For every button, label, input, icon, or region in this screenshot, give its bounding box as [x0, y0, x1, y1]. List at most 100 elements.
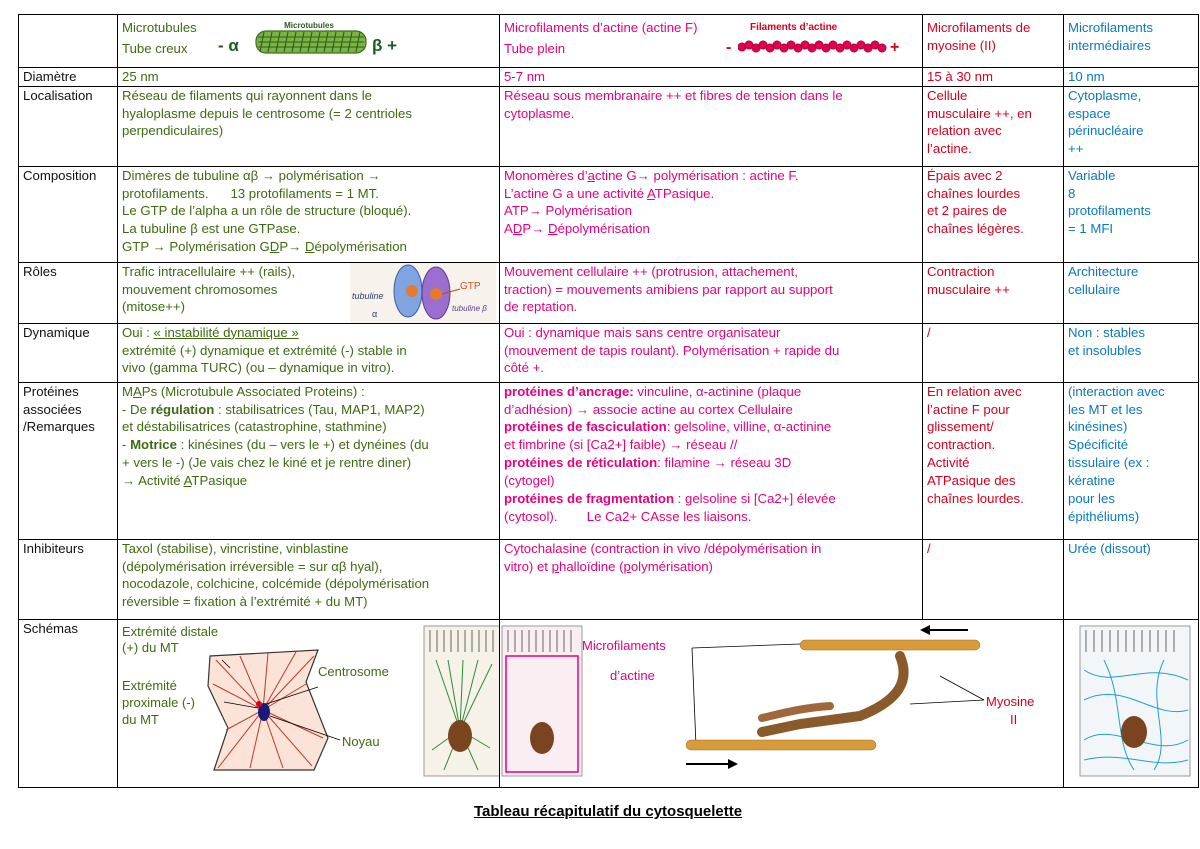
sketch-beta-label: tubuline β [452, 304, 487, 313]
label-distale-du-mt: (+) du MT [122, 640, 179, 655]
text-line: les MT et les [1068, 401, 1143, 417]
mfi-diametre: 10 nm [1063, 67, 1199, 87]
act-myo-schema: Microfilaments d’actine Myosine [499, 618, 1064, 788]
text-line: Le GTP de l’alpha a un rôle de structure… [122, 203, 412, 219]
text-line: = 1 MFI [1068, 221, 1114, 237]
text-line: (interaction avec [1068, 383, 1165, 399]
act-diametre: 5-7 nm [499, 67, 923, 87]
mfi-proteines: (interaction avec les MT et les kinésine… [1063, 381, 1199, 540]
text-seg: : filamine → réseau 3D [657, 455, 792, 471]
text-seg: : gelsoline si [Ca2+] élevée [677, 490, 836, 506]
actin-minus-label: - [726, 39, 732, 56]
text-seg: Monomères d’ [504, 167, 588, 183]
act-localisation: Réseau sous membranaire ++ et fibres de … [499, 85, 923, 167]
label-myosine: Myosine [986, 694, 1034, 709]
text-seg: vinculine, α-actinine (plaque [633, 383, 802, 399]
text-line: Cytochalasine (contraction in vivo /dépo… [504, 540, 822, 556]
text-seg: P→ [279, 239, 305, 255]
text-line: chaînes lourdes [927, 185, 1021, 201]
text-seg: protéines de fasciculation [504, 419, 667, 435]
text-line: ATPasique des [927, 472, 1016, 488]
text-seg: Ps (Microtubule Associated Proteins) : [141, 383, 365, 399]
row-proteines: Protéines associées /Remarques MAPs (Mic… [18, 381, 1199, 540]
noyau-pointer [269, 715, 341, 741]
text-line: glissement/ [927, 419, 994, 435]
actin-plus-label: + [890, 39, 900, 56]
text-seg: régulation [150, 401, 215, 417]
text-seg: p [623, 558, 631, 574]
header-mfi-line2: intermédiaires [1068, 37, 1151, 53]
text-seg: D [269, 239, 280, 255]
text-seg: épolymérisation [314, 239, 407, 255]
distale-pointer [221, 659, 231, 669]
text-line: réversible = fixation à l’extrémité + du… [122, 594, 368, 610]
sketch-tubuline-label: tubuline [352, 291, 384, 301]
text-line: de reptation. [504, 299, 578, 315]
text-seg: protéines de réticulation [504, 455, 658, 471]
mt-composition: Dimères de tubuline αβ → polymérisation … [117, 165, 500, 263]
row-schemas: Schémas Extrémité distale (+) du MT Cent… [18, 618, 1199, 788]
text-line: et insolubles [1068, 342, 1142, 358]
text-seg: A [133, 383, 142, 399]
header-myo-line1: Microfilaments de [927, 20, 1031, 35]
text-line: et 2 paires de [927, 203, 1007, 219]
label-schemas: Schémas [18, 618, 118, 788]
text-seg: D [512, 221, 523, 237]
mf-pointer-top [691, 643, 801, 649]
text-line: cellulaire [1068, 281, 1121, 297]
text-line: vivo (gamma TURC) (ou – dynamique in vit… [122, 360, 395, 376]
text-line: Oui : « instabilité dynamique » [122, 324, 495, 341]
text-seg: halloïdine ( [558, 558, 624, 574]
header-myo-line2: myosine (II) [927, 37, 996, 53]
gtp-alpha-dot [406, 284, 418, 297]
actin-filament-bottom [685, 739, 877, 751]
myo-inhibiteurs: / [922, 538, 1064, 620]
label-microfilaments: Microfilaments [582, 638, 666, 653]
text-line: traction) = mouvements amibiens par rapp… [504, 281, 833, 297]
text-line: Mouvement cellulaire ++ (protrusion, att… [504, 263, 798, 279]
label-extremite-proximale: Extrémité [122, 678, 177, 693]
nucleus-shape [258, 702, 270, 721]
text-seg: p [551, 558, 559, 574]
text-line: Contraction [927, 263, 995, 279]
mt-diametre: 25 nm [117, 67, 500, 87]
text-line: et déstabilisatrices (catastrophine, sta… [122, 419, 387, 435]
header-actine: Microfilaments d’actine (actine F) Tube … [499, 14, 923, 68]
mt-inhibiteurs: Taxol (stabilise), vincristine, vinblast… [117, 538, 500, 620]
act-roles: Mouvement cellulaire ++ (protrusion, att… [499, 261, 923, 324]
text-line: Protéines [23, 383, 79, 399]
text-seg: a [587, 167, 595, 183]
text-line: - De régulation : stabilisatrices (Tau, … [122, 401, 495, 419]
mf-pointer-bottom [691, 647, 697, 746]
act-composition: Monomères d’actine G→ polymérisation : a… [499, 165, 923, 263]
text-line: → Activité ATPasique [122, 472, 495, 490]
row-dynamique: Dynamique Oui : « instabilité dynamique … [18, 322, 1199, 383]
text-line: Dimères de tubuline αβ → polymérisation … [122, 167, 381, 183]
text-seg: protéines d’ancrage: [504, 383, 634, 399]
arrow-left-head [920, 624, 930, 635]
mfi-schema [1063, 618, 1199, 788]
text-seg: protéines de fragmentation [504, 490, 678, 506]
myosin-filament-2 [758, 701, 834, 722]
act-inhibiteurs: Cytochalasine (contraction in vivo /dépo… [499, 538, 923, 620]
text-seg: olymérisation) [630, 558, 713, 574]
intermediate-filament-schema [1079, 625, 1191, 777]
text-line: musculaire ++ [927, 281, 1010, 297]
tubulin-dimer-sketch: tubuline α GTP tubuline β [350, 263, 496, 323]
text-line: L’actine G a une activité ATPasique. [504, 185, 918, 203]
row-composition: Composition Dimères de tubuline αβ → pol… [18, 165, 1199, 263]
text-line: protofilaments. 13 protofilaments = 1 MT… [122, 185, 379, 201]
text-line: Activité [927, 455, 970, 471]
myo-composition: Épais avec 2 chaînes lourdes et 2 paires… [922, 165, 1064, 263]
arrow-right-head [728, 758, 738, 769]
actin-myosin-schema: Microfilaments d’actine Myosine [501, 624, 1034, 777]
table-caption: Tableau récapitulatif du cytosquelette [473, 803, 743, 820]
text-line: Oui : dynamique mais sans centre organis… [504, 324, 781, 340]
mfi-dynamique: Non : stables et insolubles [1063, 322, 1199, 383]
text-seg: TPasique. [654, 185, 715, 201]
sketch-alpha-label: α [372, 309, 377, 319]
microvilli [429, 629, 494, 652]
text-line: Cellule [927, 87, 968, 103]
text-line: En relation avec [927, 383, 1022, 399]
text-line: (mouvement de tapis roulant). Polymérisa… [504, 342, 840, 358]
